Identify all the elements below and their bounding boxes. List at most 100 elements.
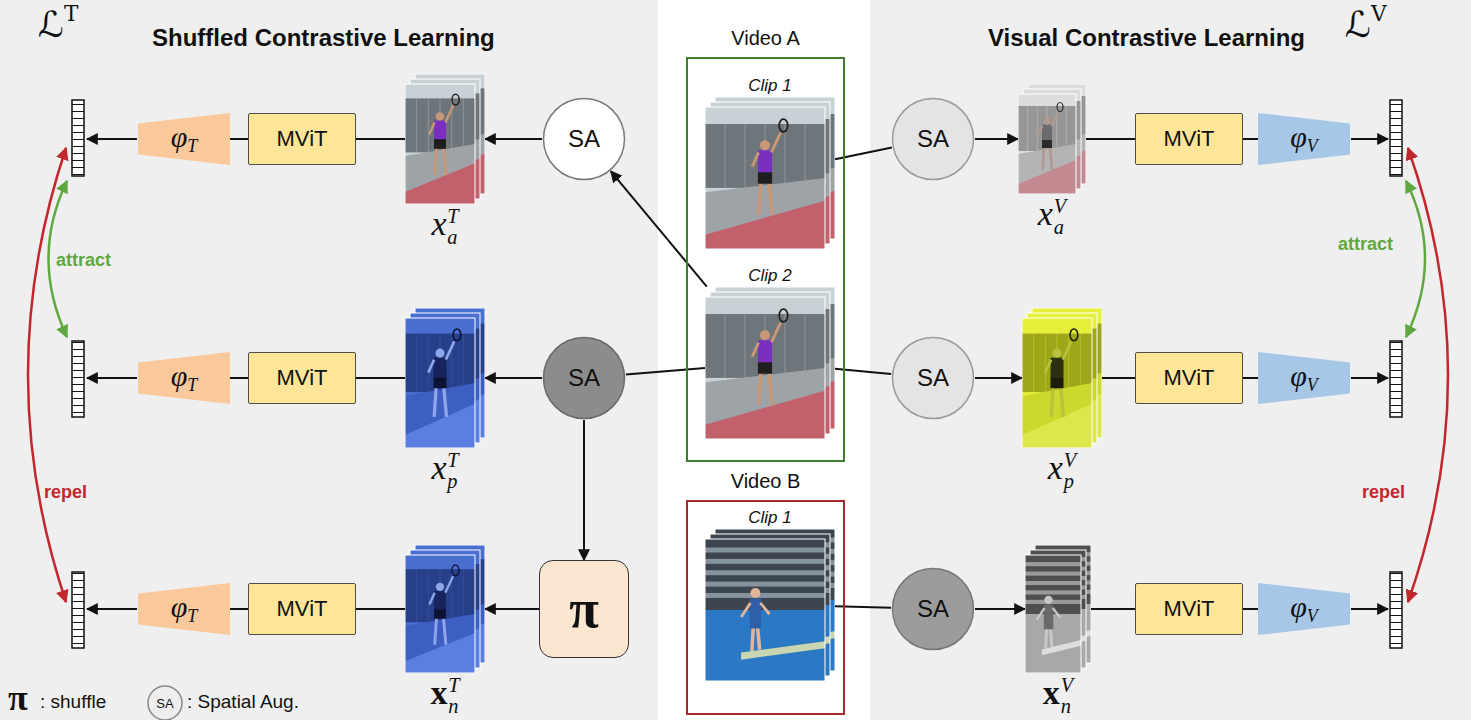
- frame-art: [705, 107, 825, 249]
- attract-arrow: [1406, 181, 1425, 337]
- frame-art: [1042, 140, 1052, 148]
- math-superscript: T: [448, 675, 459, 696]
- math-base: ℒ: [1345, 4, 1371, 45]
- projection-head: φT: [138, 352, 230, 404]
- frame-art: [428, 360, 434, 373]
- frame-art: [1045, 360, 1051, 373]
- frame-art: [1063, 341, 1071, 359]
- frame-art: [1045, 334, 1046, 393]
- frame-art: [429, 593, 434, 605]
- frame-art: [405, 318, 475, 448]
- frame-art: [405, 569, 475, 622]
- projection-label: φT: [171, 590, 198, 627]
- flow-line: [1102, 377, 1135, 379]
- math-base: x: [431, 449, 446, 486]
- frame-stack-art: [1025, 545, 1091, 673]
- frame-art: [436, 112, 444, 120]
- frame-stack-art: [705, 529, 835, 681]
- frame-art: [705, 390, 825, 438]
- frame-art: [434, 358, 447, 379]
- frame-art: [435, 349, 444, 358]
- math-superscript: T: [447, 206, 458, 227]
- frame-stack-art: [405, 308, 485, 448]
- math-base: x: [1043, 674, 1060, 711]
- frame-art: [705, 200, 825, 248]
- frame-art: [705, 570, 825, 575]
- flow-line: [835, 147, 892, 159]
- math-base: x: [430, 674, 447, 711]
- frame-art: [405, 334, 475, 393]
- clip-label: Clip 1: [748, 76, 791, 96]
- math-base: φ: [1290, 590, 1307, 623]
- frame-art: [705, 107, 825, 249]
- encoder-box: MViT: [248, 583, 356, 635]
- math-superscript: V: [1054, 196, 1066, 217]
- frame-art: [405, 163, 475, 204]
- frame-art: [405, 84, 475, 204]
- frame-art: [785, 124, 786, 188]
- frame-art: [1061, 388, 1064, 417]
- sample-label: xpT: [431, 448, 458, 493]
- frame-art: [1037, 608, 1045, 620]
- encoder-box: MViT: [1135, 352, 1243, 404]
- legend-text: : shuffle: [40, 692, 106, 711]
- frame-art: [1051, 378, 1064, 388]
- frame-art: [779, 119, 788, 132]
- circle-shape: [893, 338, 974, 419]
- circle-shape: [544, 99, 625, 180]
- frame-art: [452, 565, 459, 576]
- augmentation-circle: SA: [542, 336, 626, 420]
- frame-art: [805, 124, 806, 188]
- math-superscript: T: [447, 450, 458, 471]
- trapezoid-shape: [138, 352, 230, 404]
- clip-label: Clip 1: [748, 508, 791, 528]
- frame-art: [1044, 605, 1053, 630]
- flow-line: [230, 608, 248, 610]
- frame-art: [758, 150, 772, 173]
- frame-art: [805, 314, 806, 378]
- circle-shape: [893, 569, 974, 650]
- frame-art: [769, 373, 772, 404]
- frame-art: [705, 610, 825, 681]
- frame-art: [750, 588, 760, 598]
- attract-label: attract: [1338, 234, 1393, 255]
- video-title: Video B: [686, 470, 845, 493]
- math-subscript: a: [447, 227, 458, 248]
- math-base: x: [1038, 195, 1053, 232]
- frame-art: [1050, 628, 1052, 647]
- frame-art: [758, 340, 772, 363]
- panel-ground: [870, 0, 1471, 720]
- frame-art: [1025, 572, 1081, 576]
- frame-art: [752, 342, 758, 356]
- frame-stack-art: [405, 74, 485, 204]
- clip-label: Clip 2: [748, 266, 791, 286]
- math-superscript: T: [64, 1, 78, 26]
- frame-art: [705, 539, 825, 681]
- video-clip: Clip 1: [705, 508, 835, 681]
- math-scripts: nT: [448, 675, 459, 718]
- embedding-vector: [72, 341, 84, 417]
- trapezoid-shape: [1258, 583, 1350, 635]
- frame-art: [1025, 562, 1081, 566]
- panel-ground: [0, 0, 658, 720]
- frame-art: [1042, 640, 1081, 655]
- frame-art: [752, 152, 758, 166]
- encoder-label: MViT: [277, 365, 328, 390]
- frame-art: [779, 309, 788, 322]
- sample-label: xnV: [1043, 673, 1073, 718]
- repel-label: repel: [1362, 482, 1405, 503]
- math-subscript: p: [1064, 471, 1076, 492]
- frame-art: [771, 132, 780, 152]
- flow-arrow: [583, 420, 585, 560]
- frame-art: [405, 144, 475, 204]
- frame-art: [1068, 334, 1069, 393]
- frame-art: [434, 139, 446, 149]
- frame-art: [444, 149, 446, 175]
- projection-label: φV: [1290, 120, 1318, 157]
- math-subscript: T: [187, 607, 197, 627]
- legend-circle: [148, 686, 182, 720]
- video-group: Video BClip 1: [686, 500, 845, 715]
- augmentation-circle: SA: [891, 97, 975, 181]
- frame-art: [405, 84, 475, 204]
- frame-art: [1042, 125, 1052, 141]
